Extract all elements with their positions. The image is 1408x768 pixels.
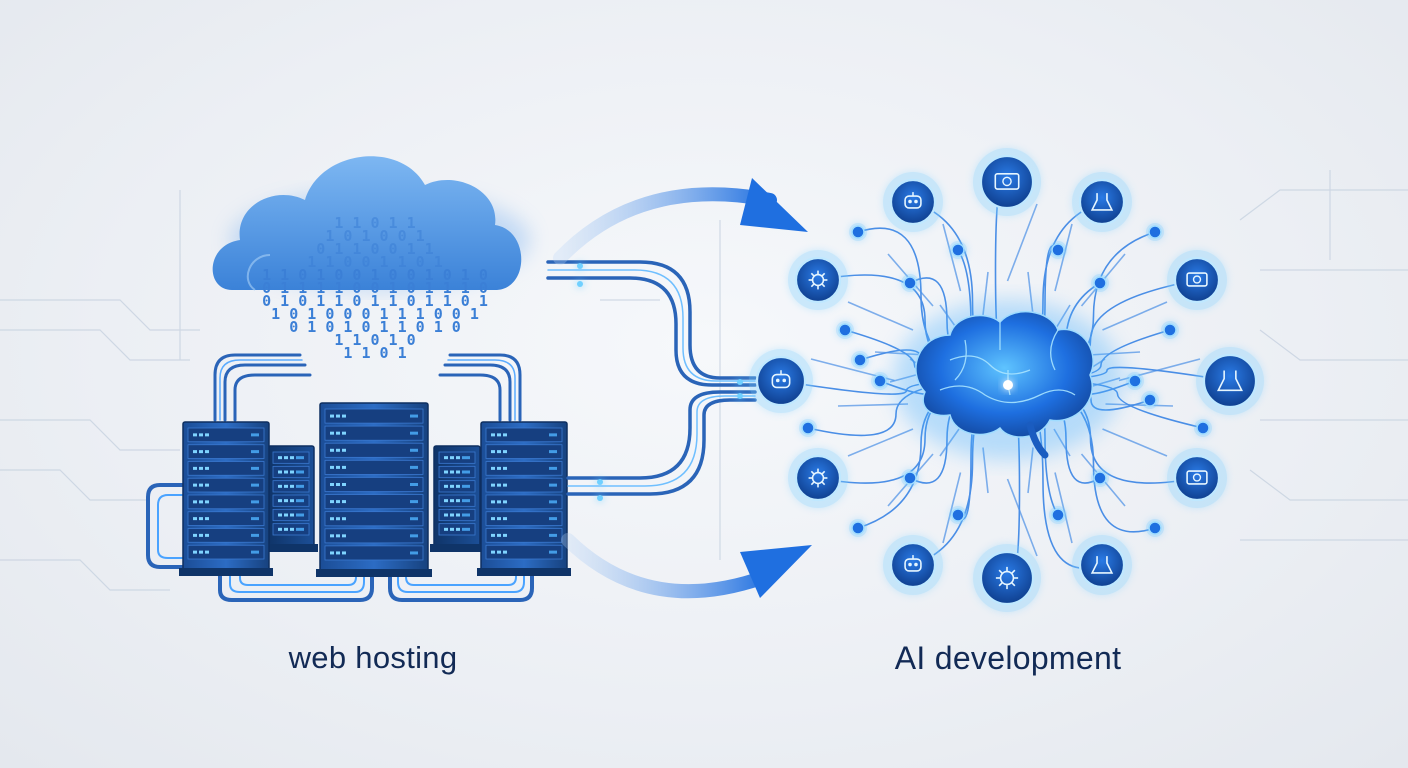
binary-row: 1 0 1 0 0 1 (325, 227, 424, 245)
network-branch (1102, 301, 1168, 331)
server-rack-group (179, 402, 571, 577)
chip-icon (788, 448, 848, 508)
server-rack (316, 402, 432, 577)
network-dot (799, 419, 817, 437)
settings-gear-icon (1196, 347, 1264, 415)
network-dot (1049, 506, 1067, 524)
network-dot (871, 372, 889, 390)
network-branch (847, 301, 914, 331)
data-screen-icon (973, 148, 1041, 216)
network-dot (1091, 469, 1109, 487)
server-rack (264, 445, 318, 552)
ai-icon-nodes (749, 148, 1264, 612)
network-dot (1194, 419, 1212, 437)
network-dot (836, 321, 854, 339)
network-dot (1126, 372, 1144, 390)
network-dot (849, 223, 867, 241)
network-dot (1161, 321, 1179, 339)
network-dot (849, 519, 867, 537)
network-dot (1141, 391, 1159, 409)
binary-row: 0 1 1 1 1 0 0 1 0 1 1 1 0 (262, 279, 488, 297)
neural-network-dots (799, 223, 1212, 537)
background-circuit-lines (0, 170, 1408, 591)
server-rack (430, 445, 484, 552)
binary-row: 1 1 0 0 1 1 0 1 (307, 253, 442, 271)
transfer-arrow-top (553, 178, 808, 265)
transfer-arrow-bottom (561, 533, 812, 599)
network-branch (837, 403, 909, 407)
network-dot (949, 506, 967, 524)
binary-row: 1 0 1 0 0 0 1 1 1 0 0 1 (271, 305, 479, 323)
binary-row: 1 1 0 1 0 (334, 331, 415, 349)
network-dot (1091, 274, 1109, 292)
cloud-upload-icon (1072, 535, 1132, 595)
server-icon (883, 172, 943, 232)
robot-arm-icon (973, 544, 1041, 612)
network-branch (1054, 472, 1073, 544)
binary-row: 1 1 0 1 1 (334, 214, 415, 232)
connection-cables (546, 260, 757, 501)
network-dot (1049, 241, 1067, 259)
network-icon (749, 349, 813, 413)
label-web-hosting: web hosting (288, 640, 458, 675)
network-dot (901, 469, 919, 487)
network-dot (1146, 223, 1164, 241)
robot-icon (1072, 172, 1132, 232)
cloud-icon (212, 156, 530, 291)
server-cables (146, 353, 534, 602)
binary-row: 0 1 0 1 0 1 1 0 1 0 (289, 318, 461, 336)
network-branch (1006, 478, 1038, 557)
label-ai-development: AI development (894, 640, 1122, 676)
network-branch (847, 428, 914, 457)
network-branch (942, 472, 962, 544)
network-dot (851, 351, 869, 369)
lab-flask-icon (788, 250, 848, 310)
binary-row: 0 1 0 1 1 0 1 1 0 1 1 0 1 (262, 292, 488, 310)
robot-face-icon (1167, 250, 1227, 310)
binary-row: 1 1 0 1 0 0 1 0 0 1 0 1 0 (262, 266, 488, 284)
network-dot (901, 274, 919, 292)
network-branch (1054, 223, 1073, 292)
network-branch (942, 223, 962, 292)
dollar-gear-icon (1167, 448, 1227, 508)
binary-row: 0 1 1 0 0 1 1 (316, 240, 433, 258)
binary-data-stream: 1 1 0 1 11 0 1 0 0 10 1 1 0 0 1 11 1 0 0… (262, 214, 488, 362)
network-dot (949, 241, 967, 259)
server-rack (477, 421, 571, 576)
server-rack (179, 421, 273, 576)
network-branch (1102, 428, 1168, 457)
network-dot (1146, 519, 1164, 537)
neural-node-icon (883, 535, 943, 595)
ai-brain-icon (893, 300, 1123, 460)
binary-row: 1 1 0 1 (343, 344, 406, 362)
network-branch (1006, 203, 1038, 282)
